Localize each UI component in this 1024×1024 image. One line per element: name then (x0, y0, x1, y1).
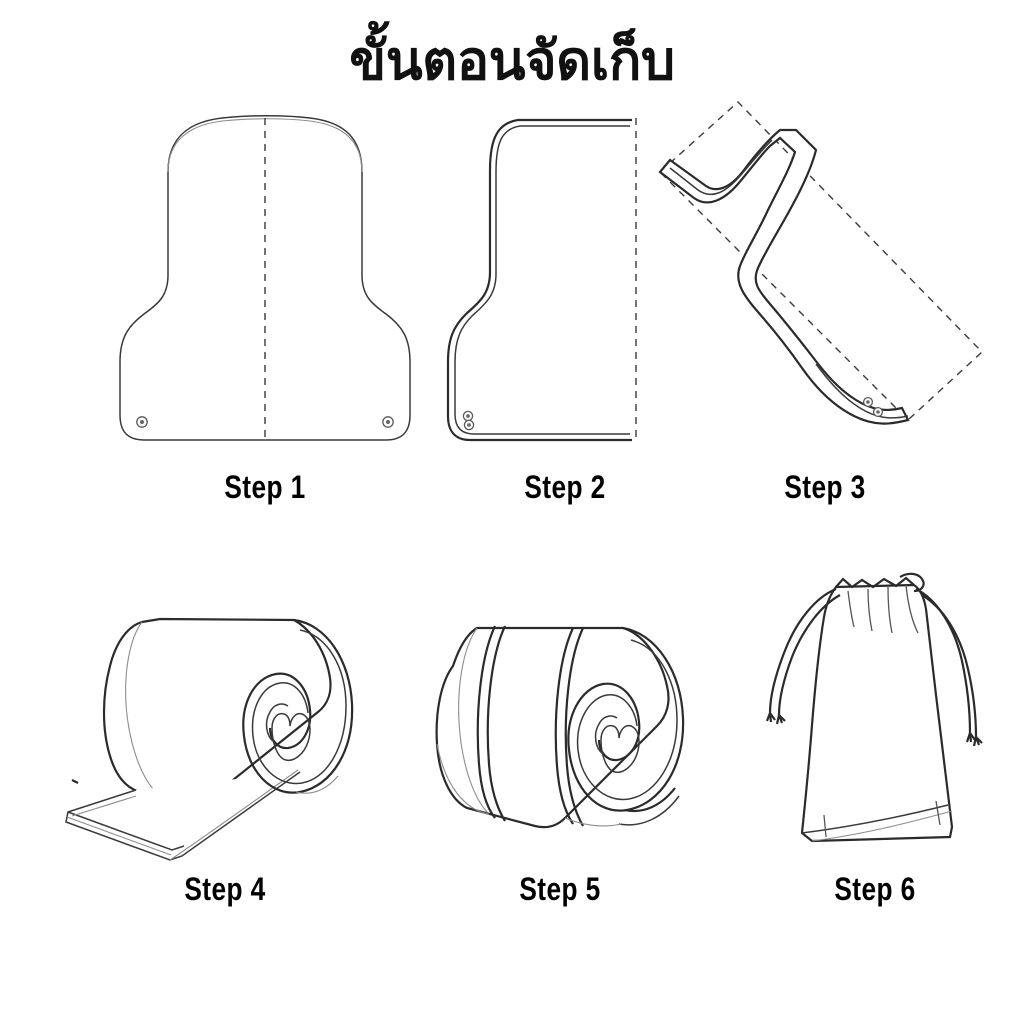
step-panel-2: Step 2 (440, 100, 690, 520)
step-panel-6: Step 6 (740, 565, 1010, 930)
strap-2-step5 (554, 627, 584, 827)
step-panel-4: Step 4 (50, 600, 400, 930)
step-label-1: Step 1 (224, 469, 306, 505)
illustration-flat-mat-unfolded (119, 115, 411, 441)
illustration-mat-rolled-with-straps (435, 625, 685, 829)
illustration-drawstring-storage-bag (765, 572, 983, 843)
grommet-step2-b (463, 419, 475, 431)
step-label-2: Step 2 (524, 469, 606, 505)
page-title: ขั้นตอนจัดเก็บ (349, 29, 675, 92)
reference-outline-step3 (658, 101, 984, 421)
step-label-5: Step 5 (519, 871, 601, 907)
drawstring-right (915, 588, 983, 747)
step-label-6: Step 6 (834, 871, 916, 907)
grommet-right-step1 (382, 416, 394, 428)
drawstring-left (765, 587, 841, 725)
illustration-mat-folded-rotated (658, 101, 984, 425)
illustration-mat-partially-rolled (65, 617, 354, 861)
step-label-4: Step 4 (184, 871, 266, 907)
grommet-step3-b (872, 406, 884, 418)
grommet-left-step1 (136, 416, 148, 428)
grommet-step2-a (462, 410, 474, 422)
illustration-mat-folded-in-half (446, 118, 637, 442)
step-panel-5: Step 5 (395, 600, 725, 930)
step-panel-3: Step 3 (640, 90, 1010, 520)
step-panel-1: Step 1 (110, 100, 420, 520)
step-label-3: Step 3 (784, 469, 866, 505)
tick-mark-step4 (71, 779, 79, 784)
strap-1-step5 (476, 625, 506, 822)
grommet-step3-a (862, 396, 874, 408)
